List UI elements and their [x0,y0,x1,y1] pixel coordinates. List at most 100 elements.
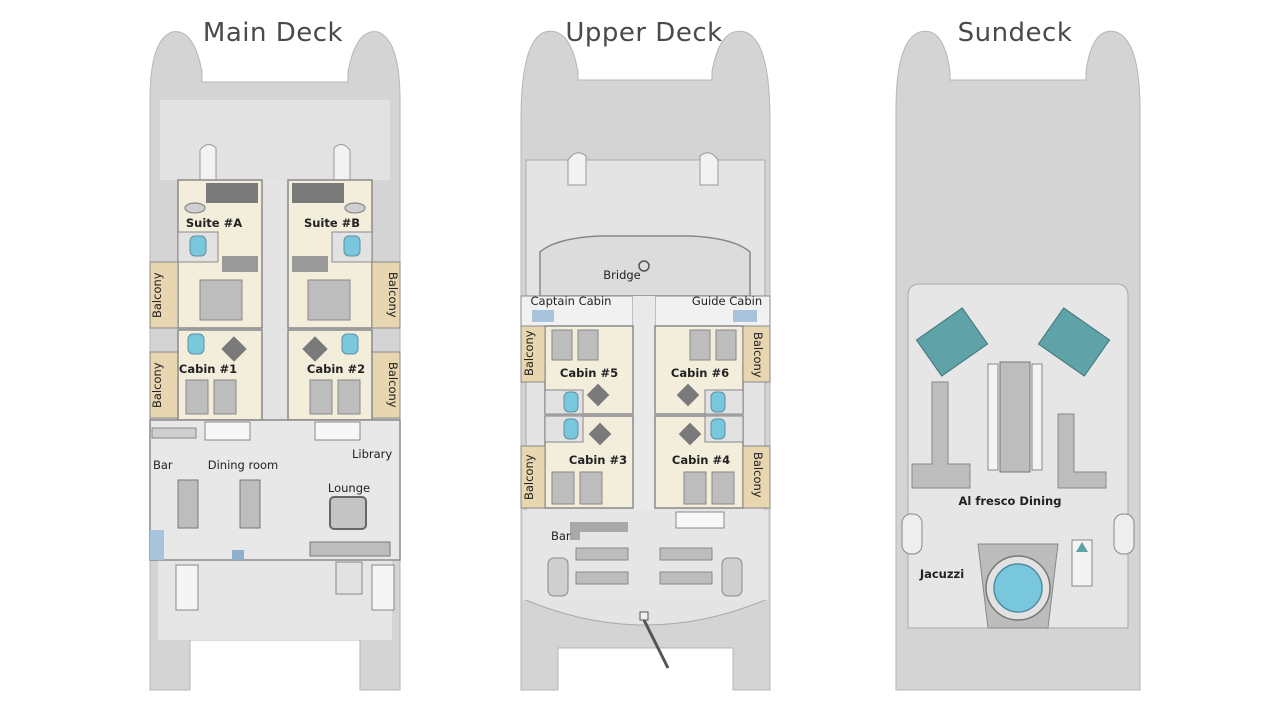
sun-lounger-group-right [1037,307,1111,377]
cabin-2-desk [302,336,328,362]
suite-b-table [344,202,366,214]
upper-table-row-a [575,547,629,561]
suite-b-dresser [292,256,328,272]
upper-balcony-label-2: Balcony [751,332,765,378]
upper-aft-stairs [675,511,725,529]
main-balcony-label-4: Balcony [386,362,400,408]
upper-bar-counter [570,522,628,540]
cabin-4-bed-a [683,471,707,505]
cabin-5-tub [563,391,579,413]
suite-a-dresser [222,256,258,272]
upper-deck-plan: Bridge Captain Cabin Guide Cabin Balcony… [520,30,771,691]
main-stairs-right [314,421,361,441]
dining-table-left [177,479,199,529]
upper-balcony-label-1: Balcony [522,330,536,376]
cabin-3-bed-a [551,471,575,505]
upper-stair-left [567,152,587,186]
upper-bar-label: Bar [551,529,571,543]
suite-b-sofa [292,183,344,203]
suite-a-table [184,202,206,214]
main-balcony-cabin-2 [371,351,401,419]
main-blue-door [150,530,164,560]
cabin-6-tub [710,391,726,413]
upper-bench-right [721,557,743,597]
main-stern-stairs-right [371,564,395,611]
captain-cabin-label: Captain Cabin [531,294,612,308]
upper-deck-title: Upper Deck [565,18,723,48]
upper-table-row-c [659,547,713,561]
cabin-4-label: Cabin #4 [672,453,730,467]
main-stern-wc [335,561,363,595]
dining-table-right [239,479,261,529]
main-balcony-suite-a [149,261,179,329]
cabin-1-bed-b [213,379,237,415]
upper-crane-arm [642,619,670,669]
main-deck-plan: Suite #A Suite #B Balcony Balcony Balcon… [149,31,401,691]
cabin-2-bed-b [337,379,361,415]
helm-wheel-icon [638,260,650,272]
sun-ladder-arrow-icon [1076,542,1088,552]
cabin-2-tub [341,333,359,355]
jacuzzi-pool [993,563,1043,613]
captain-cabin-bed [532,310,554,322]
library-label: Library [352,447,392,461]
upper-table-row-d [659,571,713,585]
main-deck-central-corridor [262,180,288,420]
main-balcony-label-2: Balcony [386,272,400,318]
cabin-5-label: Cabin #5 [560,366,618,380]
suite-a-sofa [206,183,258,203]
cabin-1-bed-a [185,379,209,415]
sun-l-bench-left [911,381,971,489]
cabin-3-label: Cabin #3 [569,453,627,467]
cabin-4-tub [710,418,726,440]
upper-crane-base [639,611,649,621]
cabin-1-label: Cabin #1 [179,362,237,376]
upper-balcony-cabin-5 [520,325,546,383]
cabin-1-desk [221,336,247,362]
main-blue-box [232,550,244,560]
al-fresco-table [999,361,1031,473]
upper-balcony-label-4: Balcony [751,452,765,498]
main-stair-left [199,144,217,181]
sundeck-plan: Al fresco Dining Jacuzzi [895,30,1141,691]
upper-balcony-cabin-3 [520,445,546,509]
cabin-6-bed-b [715,329,737,361]
main-bar-label: Bar [153,458,173,472]
cabin-6-label: Cabin #6 [671,366,729,380]
dining-room-label: Dining room [208,458,279,472]
upper-balcony-label-3: Balcony [522,454,536,500]
sundeck-title: Sundeck [957,18,1073,48]
main-balcony-label-1: Balcony [150,272,164,318]
jacuzzi-label: Jacuzzi [919,567,964,581]
lounge-sofa [329,496,367,530]
cabin-1-tub [187,333,205,355]
suite-a-label: Suite #A [186,216,242,230]
upper-corridor [633,296,655,510]
bridge-label: Bridge [603,268,641,282]
main-deck-forward-area [160,100,390,180]
sun-l-bench-right [1057,413,1107,489]
suite-b-tub [343,235,361,257]
cabin-4-bed-b [711,471,735,505]
suite-a-bed [199,279,243,321]
cabin-4-desk [678,422,702,446]
sun-stair-left [901,513,923,555]
cabin-5-bed-b [577,329,599,361]
lounge-bench [309,541,391,557]
sun-stair-right [1113,513,1135,555]
cabin-6-bed-a [689,329,711,361]
lounge-label: Lounge [328,481,370,495]
upper-bench-left [547,557,569,597]
suite-b-bed [307,279,351,321]
main-balcony-label-3: Balcony [150,362,164,408]
upper-balcony-cabin-6 [742,325,771,383]
sun-lounger-group-left [915,307,989,377]
upper-stair-right [699,152,719,186]
suite-a-tub [189,235,207,257]
cabin-2-label: Cabin #2 [307,362,365,376]
upper-balcony-cabin-4 [742,445,771,509]
main-stair-right [333,144,351,181]
cabin-5-desk [586,383,610,407]
guide-cabin-bed [733,310,757,322]
